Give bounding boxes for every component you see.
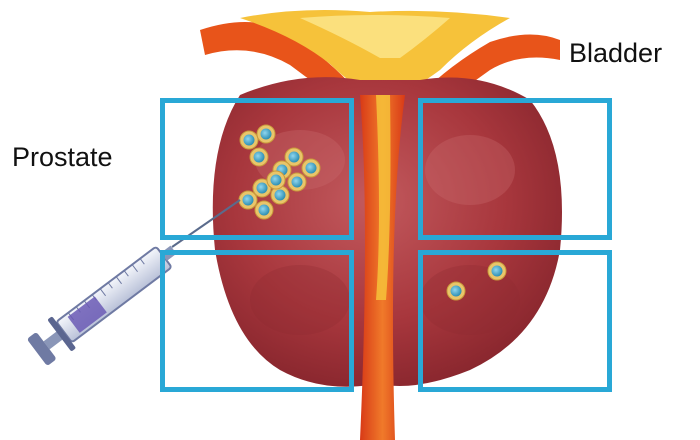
- bladder-label: Bladder: [569, 38, 662, 69]
- quadrant-box-lower-right: [418, 250, 612, 392]
- quadrant-box-lower-left: [160, 250, 354, 392]
- quadrant-box-upper-right: [418, 98, 612, 240]
- quadrant-box-upper-left: [160, 98, 354, 240]
- prostate-label: Prostate: [12, 142, 113, 173]
